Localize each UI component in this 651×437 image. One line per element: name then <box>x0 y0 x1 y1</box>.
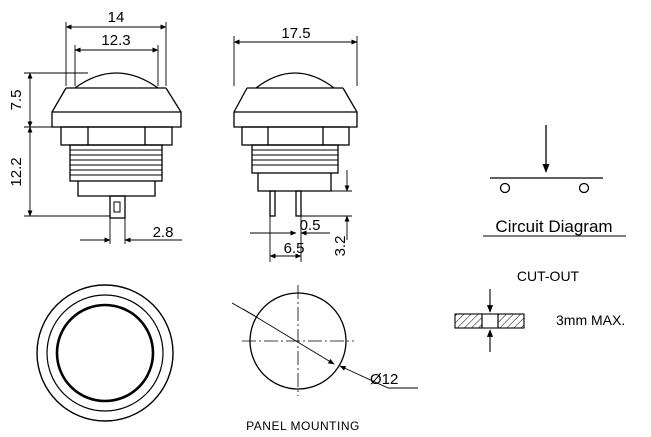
dim-17-5-label: 17.5 <box>281 25 310 42</box>
front-view-dimensions <box>24 22 182 244</box>
panel-mounting-label: PANEL MOUNTING <box>246 419 360 433</box>
dim-7-5-label: 7.5 <box>8 90 25 111</box>
circuit-symbol <box>483 125 626 237</box>
dim-0-5-label: 0.5 <box>300 217 321 234</box>
dim-12-2-label: 12.2 <box>8 157 25 186</box>
panel-diameter-label: Ø12 <box>370 371 398 388</box>
circuit-diagram-label: Circuit Diagram <box>495 217 612 236</box>
cutout-title: CUT-OUT <box>517 268 580 284</box>
panel-cutout-circle <box>231 285 418 396</box>
cutout-thickness-label: 3mm MAX. <box>556 312 625 328</box>
front-view <box>51 72 182 219</box>
side-view-dimensions <box>233 36 358 262</box>
dim-12-3-label: 12.3 <box>101 32 130 49</box>
dim-14-label: 14 <box>108 9 125 26</box>
cutout-section <box>454 289 525 352</box>
button-front-face <box>36 284 174 422</box>
dim-6-5-label: 6.5 <box>284 240 305 257</box>
dim-3-2-label: 3.2 <box>332 236 349 257</box>
side-view <box>233 72 358 217</box>
dim-2-8-label: 2.8 <box>153 224 174 241</box>
